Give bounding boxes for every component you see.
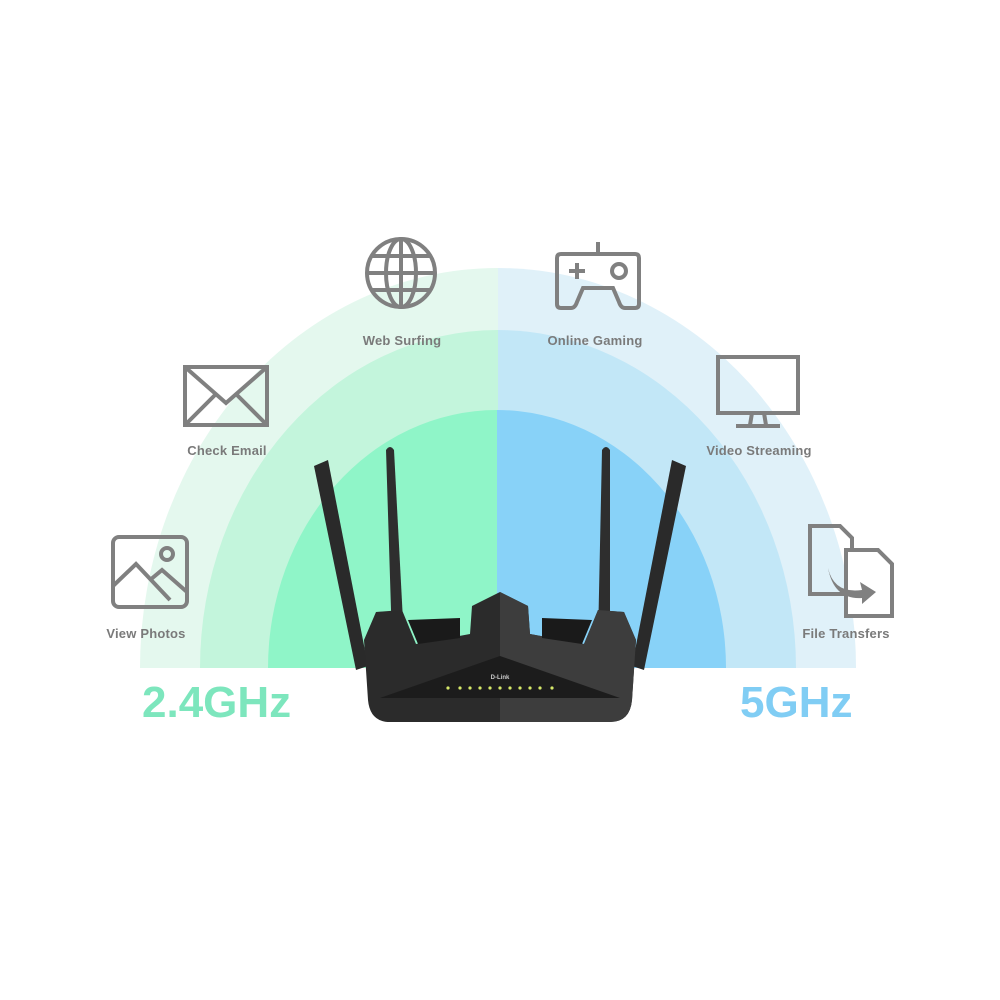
monitor-icon bbox=[716, 355, 800, 428]
activity-label-check-email: Check Email bbox=[187, 443, 267, 458]
activity-label-file-transfers: File Transfers bbox=[802, 626, 890, 641]
activity-label-view-photos: View Photos bbox=[106, 626, 186, 641]
band-label-2-4ghz: 2.4GHz bbox=[142, 678, 292, 727]
globe-icon bbox=[365, 237, 437, 309]
activity-label-video-streaming: Video Streaming bbox=[706, 443, 812, 458]
file-transfer-icon bbox=[808, 524, 894, 618]
image-icon bbox=[111, 535, 189, 609]
router-image: D-Link bbox=[314, 447, 686, 722]
gamepad-icon bbox=[555, 242, 641, 310]
envelope-icon bbox=[183, 365, 269, 427]
activity-label-web-surfing: Web Surfing bbox=[362, 333, 442, 348]
band-label-5ghz: 5GHz bbox=[740, 678, 853, 727]
svg-text:D-Link: D-Link bbox=[491, 675, 510, 681]
activity-label-online-gaming: Online Gaming bbox=[547, 333, 643, 348]
antenna-icon bbox=[314, 447, 686, 670]
